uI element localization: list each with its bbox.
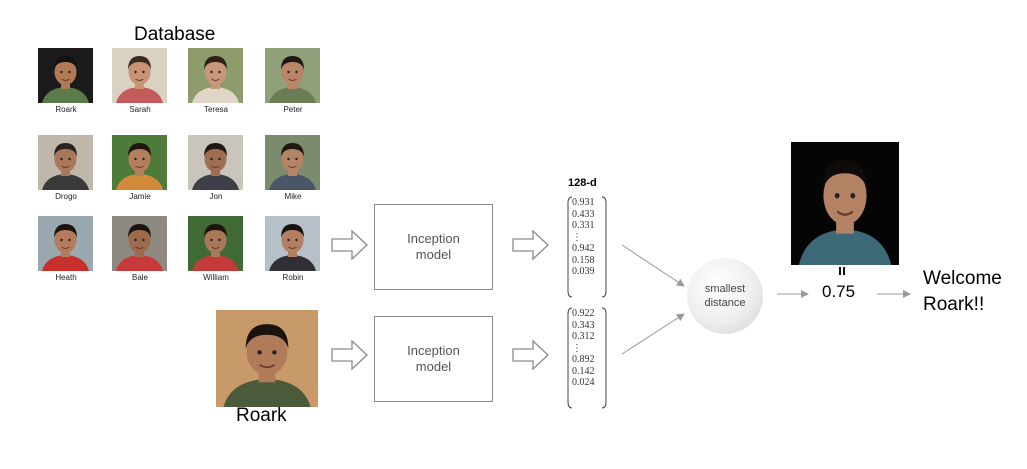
- embedding-dimension-label: 128-d: [568, 177, 597, 189]
- vector-bracket-icon: [567, 196, 607, 298]
- model-label-line1: Inception: [407, 231, 460, 246]
- database-face-photo: [188, 48, 243, 103]
- vector-value: 0.312: [572, 331, 595, 342]
- vector-value: 0.343: [572, 319, 595, 331]
- database-face-name: Heath: [55, 273, 77, 282]
- database-face-photo: [112, 48, 167, 103]
- database-face-photo: [38, 48, 93, 103]
- database-face-photo: [265, 216, 320, 271]
- welcome-message: Welcome Roark!!: [923, 266, 1023, 318]
- vector-value: ⋮: [572, 231, 582, 243]
- model-label-line1: Inception: [407, 343, 460, 358]
- database-face-photo: [188, 216, 243, 271]
- database-face-name: Mike: [284, 192, 302, 201]
- vector-value: 0.142: [572, 365, 595, 377]
- database-title: Database: [134, 24, 216, 45]
- hollow-arrow-icon: [331, 339, 368, 371]
- vector-value: 0.931: [572, 197, 595, 208]
- database-face-name: Bale: [131, 273, 148, 282]
- welcome-line2: Roark!!: [923, 294, 985, 315]
- database-face-photo: [38, 135, 93, 190]
- probe-face-photo: [216, 310, 318, 407]
- hollow-arrow-icon: [512, 229, 549, 261]
- database-face-photo: [188, 135, 243, 190]
- database-face-name: Roark: [55, 105, 77, 114]
- distance-label-line1: smallest: [704, 283, 746, 295]
- vector-value: 0.922: [572, 308, 595, 319]
- database-face-photo: [38, 216, 93, 271]
- distance-score: 0.75: [822, 282, 856, 301]
- equals-icon: [839, 267, 845, 275]
- vector-bracket-icon: [567, 307, 607, 409]
- database-face-name: Jon: [209, 192, 223, 201]
- database-face-name: Drogo: [55, 192, 77, 201]
- database-face-name: Robin: [282, 273, 304, 282]
- database-face-name: Peter: [283, 105, 303, 114]
- vector-value: 0.158: [572, 254, 595, 266]
- vector-value: 0.942: [572, 243, 595, 254]
- hollow-arrow-icon: [331, 229, 368, 261]
- vector-value: 0.039: [572, 266, 595, 277]
- probe-name-label: Roark: [236, 405, 287, 426]
- model-label-line2: model: [415, 359, 452, 374]
- vector-value: 0.024: [572, 377, 595, 388]
- model-label-line2: model: [415, 247, 452, 262]
- database-face-photo: [112, 135, 167, 190]
- database-face-photo: [265, 135, 320, 190]
- smallest-distance-node: smallest distance: [687, 258, 763, 334]
- database-face-name: Jamie: [129, 192, 151, 201]
- hollow-arrow-icon: [512, 339, 549, 371]
- database-face-name: Teresa: [203, 105, 228, 114]
- welcome-line1: Welcome: [923, 268, 1002, 289]
- matched-face-photo: [791, 142, 899, 265]
- database-face-name: William: [203, 273, 229, 282]
- vector-value: 0.331: [572, 220, 595, 231]
- database-face-photo: [112, 216, 167, 271]
- distance-label-line2: distance: [704, 297, 746, 309]
- vector-value: ⋮: [572, 342, 582, 354]
- vector-value: 0.892: [572, 354, 595, 365]
- vector-value: 0.433: [572, 208, 595, 220]
- database-face-photo: [265, 48, 320, 103]
- database-face-name: Sarah: [129, 105, 151, 114]
